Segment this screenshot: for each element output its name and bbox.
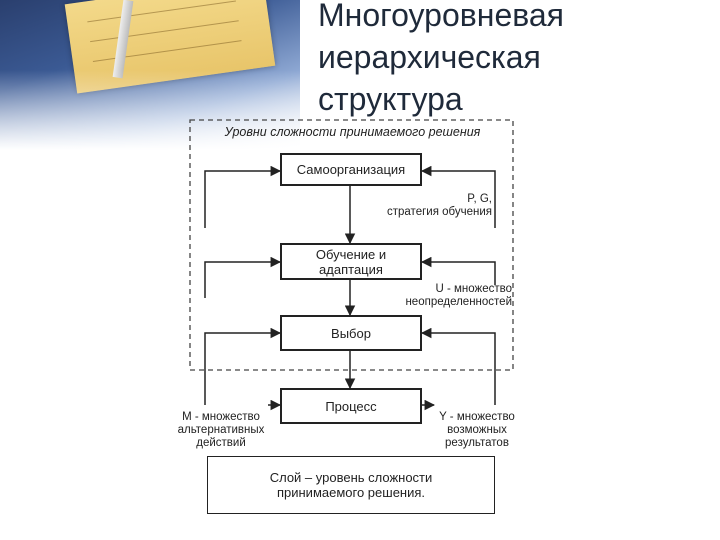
box-self-organization: Самоорганизация: [280, 153, 422, 186]
right-feedback-selforg: [420, 165, 496, 228]
annotation-u: U - множество неопределенностей: [405, 283, 512, 308]
annotation-y: Y - множество возможных результатов: [439, 411, 515, 449]
box-process: Процесс: [280, 388, 422, 424]
right-feedback-choice: [420, 327, 496, 405]
annotation-pg: P, G, стратегия обучения: [387, 193, 492, 218]
region-label: Уровни сложности принимаемого решения: [224, 125, 481, 139]
left-feedback-choice: [204, 327, 282, 405]
annotation-m: M - множество альтернативных действий: [177, 411, 265, 449]
left-feedback-selforg: [204, 165, 282, 228]
box-choice: Выбор: [280, 315, 422, 351]
slide-title: Многоуровневая иерархическая структура: [318, 0, 564, 117]
header-photo: [0, 0, 300, 150]
right-feedback-learning: [420, 256, 496, 285]
left-feedback-learning: [204, 256, 282, 298]
box-learning-adaptation: Обучение и адаптация: [280, 243, 422, 280]
box-legend: Слой – уровень сложности принимаемого ре…: [207, 456, 495, 514]
complexity-region: [189, 119, 514, 371]
